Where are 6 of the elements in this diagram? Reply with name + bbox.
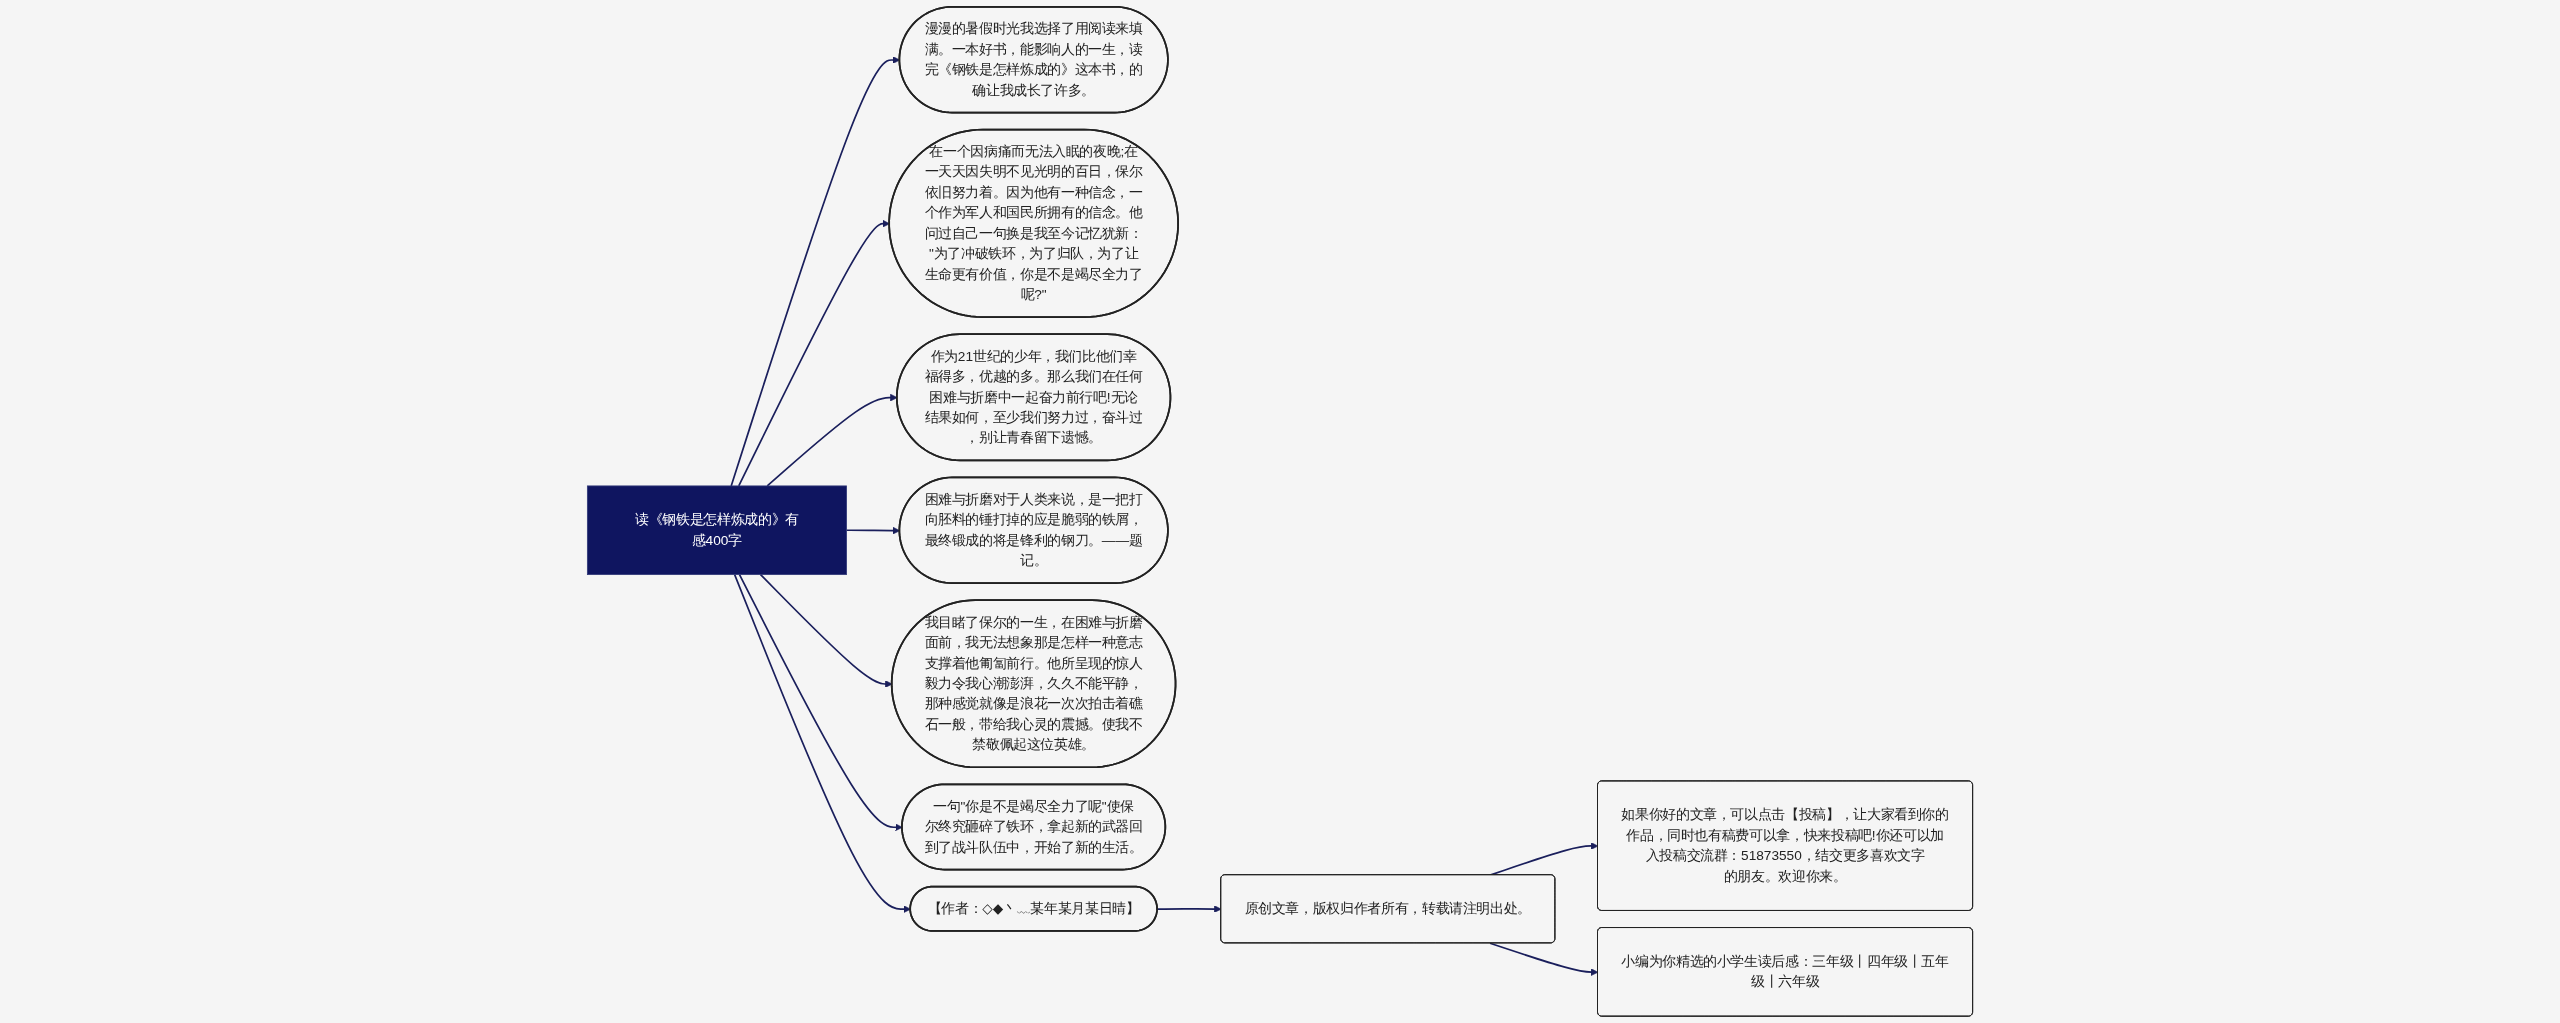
arrow xyxy=(1156,905,1222,913)
node-box: 读《钢铁是怎样炼成的》有感400字 xyxy=(586,485,847,575)
arrow xyxy=(733,573,911,913)
arrow xyxy=(737,219,890,487)
arrow xyxy=(1489,942,1599,976)
arrow xyxy=(738,573,903,831)
